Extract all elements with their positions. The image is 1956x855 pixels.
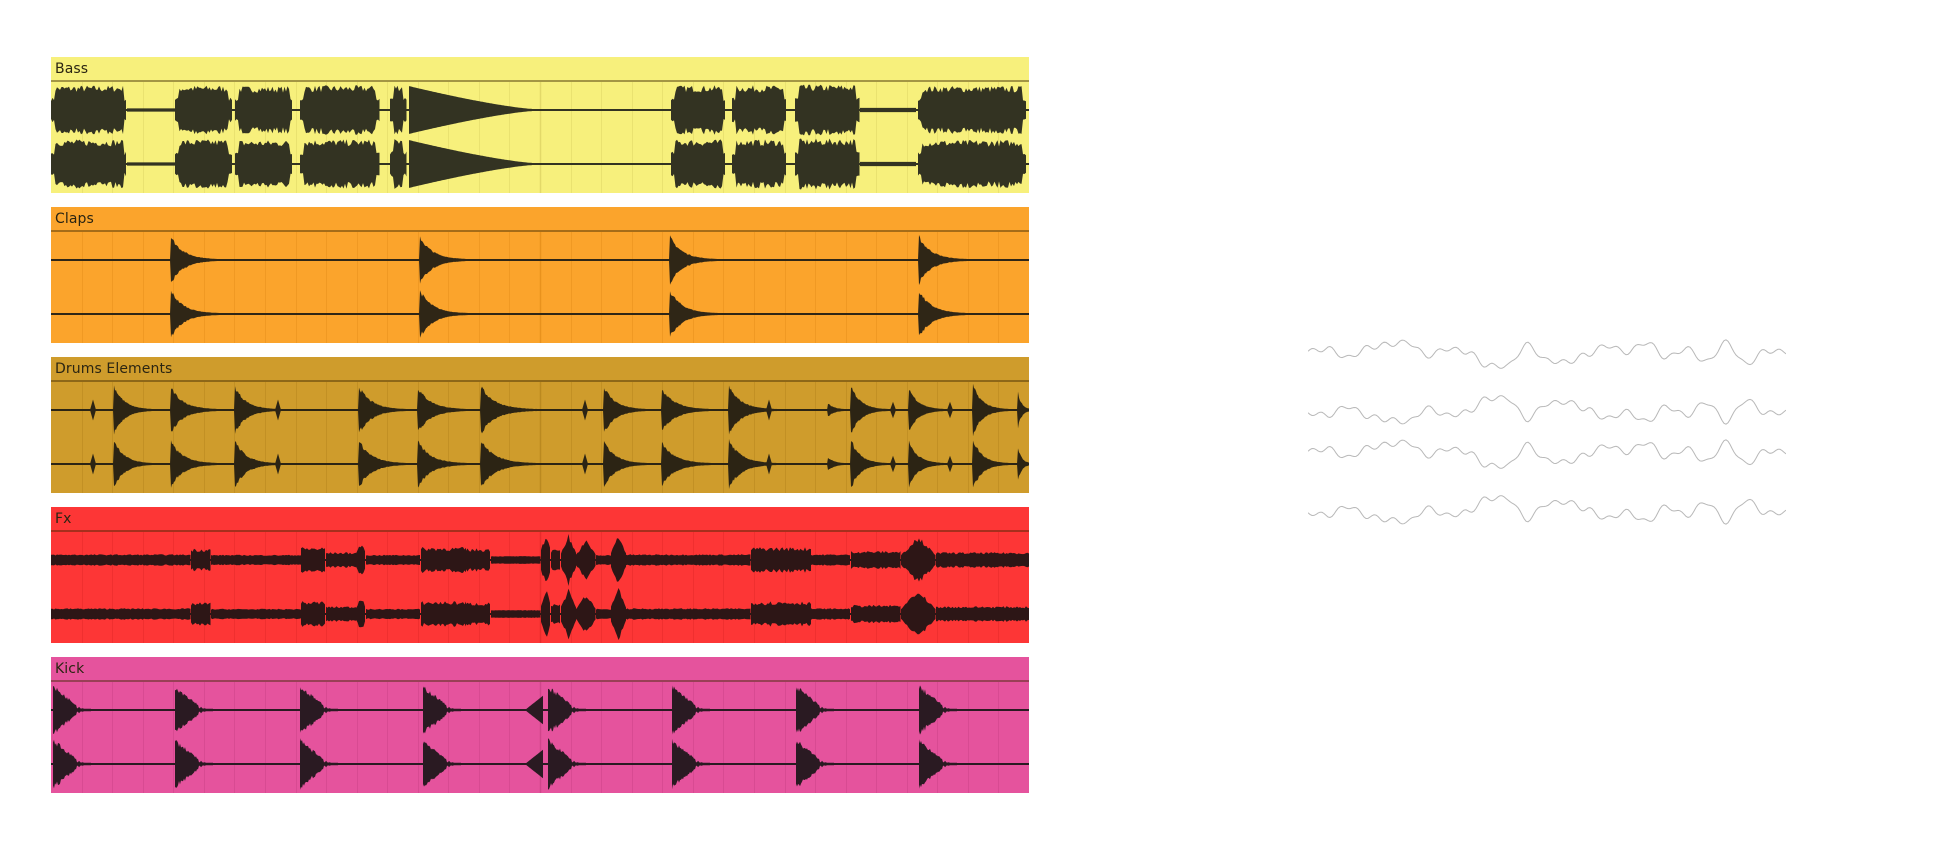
track-fx[interactable]: Fx bbox=[51, 507, 1029, 643]
ghost-waveform-outline bbox=[1307, 334, 1787, 538]
waveform-outline-icon bbox=[1307, 339, 1787, 525]
track-header[interactable]: Claps bbox=[51, 207, 1029, 232]
audio-clip-waveform[interactable] bbox=[51, 232, 1029, 343]
track-kick[interactable]: Kick bbox=[51, 657, 1029, 793]
audio-clip-waveform[interactable] bbox=[51, 382, 1029, 493]
track-drums-elements[interactable]: Drums Elements bbox=[51, 357, 1029, 493]
waveform-icon bbox=[51, 232, 1029, 343]
audio-clip-waveform[interactable] bbox=[51, 82, 1029, 193]
track-header[interactable]: Bass bbox=[51, 57, 1029, 82]
waveform-icon bbox=[51, 382, 1029, 493]
waveform-icon bbox=[51, 682, 1029, 793]
track-label: Drums Elements bbox=[55, 361, 173, 377]
track-header[interactable]: Fx bbox=[51, 507, 1029, 532]
track-label: Kick bbox=[55, 661, 85, 677]
track-label: Claps bbox=[55, 211, 94, 227]
track-header[interactable]: Drums Elements bbox=[51, 357, 1029, 382]
track-label: Bass bbox=[55, 61, 89, 77]
track-label: Fx bbox=[55, 511, 72, 527]
track-bass[interactable]: Bass bbox=[51, 57, 1029, 193]
audio-clip-waveform[interactable] bbox=[51, 682, 1029, 793]
waveform-icon bbox=[51, 82, 1029, 193]
waveform-icon bbox=[51, 532, 1029, 643]
track-header[interactable]: Kick bbox=[51, 657, 1029, 682]
audio-clip-waveform[interactable] bbox=[51, 532, 1029, 643]
track-claps[interactable]: Claps bbox=[51, 207, 1029, 343]
